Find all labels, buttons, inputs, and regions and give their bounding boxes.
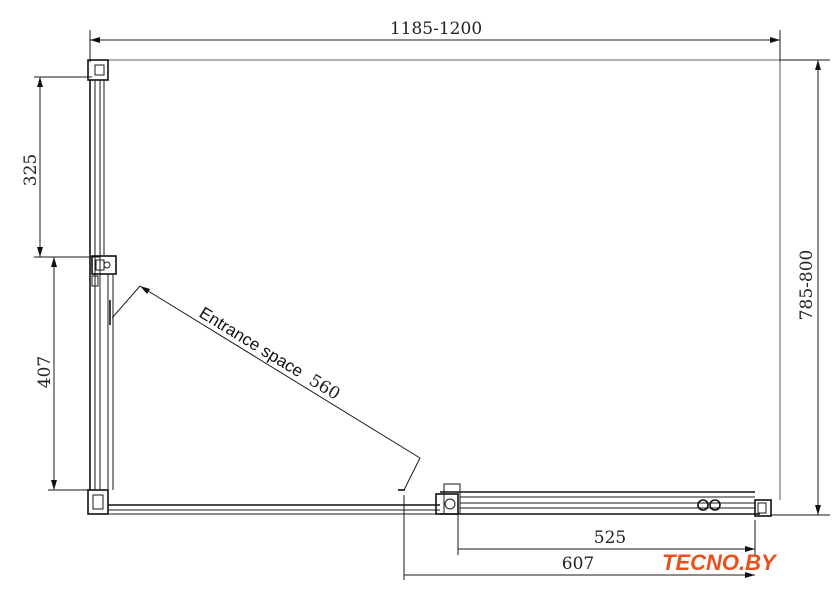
svg-text:Entrance space 560: Entrance space 560 bbox=[195, 303, 343, 404]
dimension-left-upper-label: 325 bbox=[21, 154, 41, 186]
dimension-left-upper: 325 bbox=[21, 76, 100, 258]
dimension-right-height-label: 785-800 bbox=[797, 250, 817, 321]
dimension-bottom-outer-label: 607 bbox=[562, 554, 594, 574]
dimension-left-lower: 407 bbox=[35, 257, 100, 491]
entrance-space-label: Entrance space bbox=[196, 303, 307, 381]
entrance-space-dimension: Entrance space 560 bbox=[111, 285, 421, 491]
dimension-bottom-inner-label: 525 bbox=[594, 528, 626, 548]
dimension-bottom-outer: 607 bbox=[403, 495, 755, 580]
bottom-glass-panel bbox=[108, 483, 772, 517]
enclosure-outline bbox=[108, 59, 781, 500]
tecno-logo: TECNO.BY bbox=[662, 550, 778, 575]
dimension-right-height: 785-800 bbox=[770, 59, 830, 516]
dimension-left-lower-label: 407 bbox=[35, 356, 55, 388]
left-glass-panel bbox=[87, 59, 117, 515]
dimension-top-width-label: 1185-1200 bbox=[390, 19, 482, 39]
dimension-bottom-inner: 525 bbox=[457, 510, 756, 555]
dimension-top-width: 1185-1200 bbox=[89, 19, 781, 62]
